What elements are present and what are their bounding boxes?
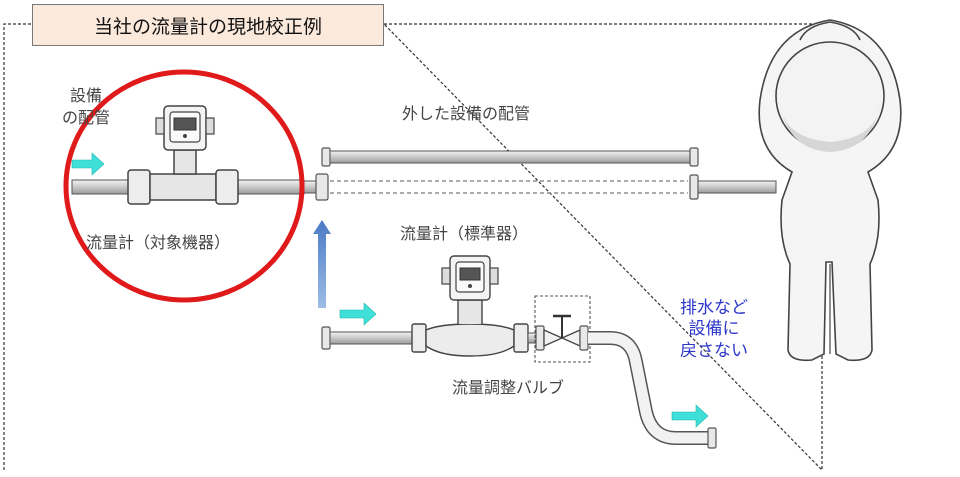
reference-pipe-inlet <box>321 326 413 350</box>
removed-pipe <box>321 147 699 167</box>
reference-flowmeter <box>411 255 529 357</box>
reference-meter-label: 流量計（標準器） <box>400 224 529 243</box>
control-valve-label: 流量調整バルブ <box>452 378 565 397</box>
flow-arrow-drain <box>671 404 709 428</box>
highlight-circle <box>63 69 305 303</box>
flow-arrow-lower <box>339 302 377 326</box>
plant-pipe-label-line2: の配管 <box>62 108 111 127</box>
flow-arrow-left <box>71 152 105 176</box>
drain-note-line2: 設備に <box>688 319 740 340</box>
target-flowmeter <box>127 105 239 205</box>
control-valve <box>527 295 591 363</box>
drain-note: 排水など 設備に 戻さない <box>668 298 760 362</box>
target-meter-label: 流量計（対象機器） <box>86 233 231 252</box>
drain-hose <box>588 331 717 449</box>
diagram-title: 当社の流量計の現地校正例 <box>32 4 384 46</box>
drain-note-line1: 排水など <box>680 298 748 318</box>
up-arrow <box>313 220 331 308</box>
removed-pipe-label: 外した設備の配管 <box>402 104 531 123</box>
drain-note-line3: 戻さない <box>680 340 748 361</box>
plant-pipe-right <box>697 180 777 194</box>
person-figure <box>758 19 902 362</box>
plant-pipe-label-line1: 設備 <box>70 86 103 105</box>
removed-pipe-outline <box>330 174 699 200</box>
